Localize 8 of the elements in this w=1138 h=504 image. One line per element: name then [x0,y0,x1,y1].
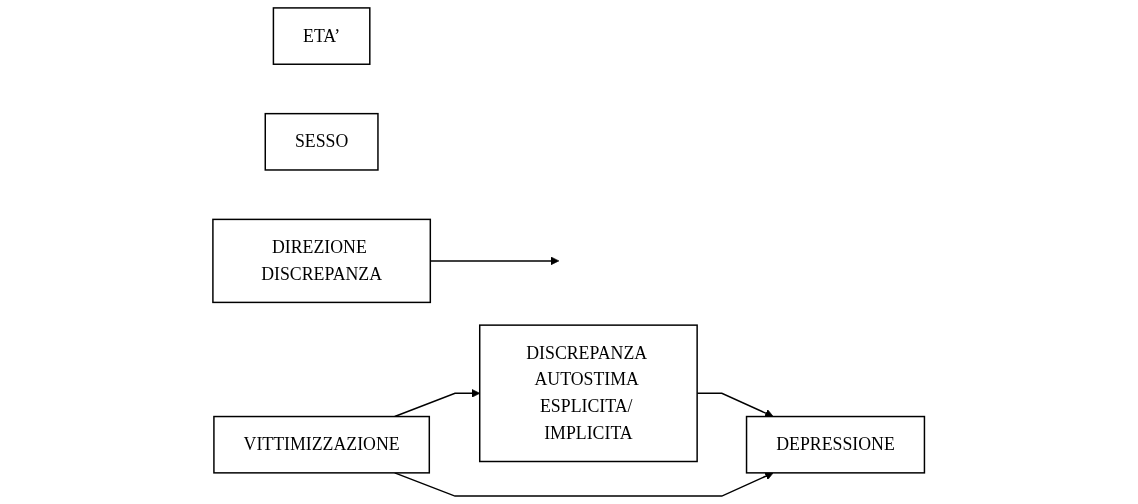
node-box: DISCREPANZA AUTOSTIMA ESPLICITA/ IMPLICITA [479,324,699,463]
arrow [394,388,481,418]
node-box: SESSO [264,112,379,171]
node-box: VITTIMIZZAZIONE [213,415,431,474]
arrow [394,472,774,497]
node-box: ETA’ [273,7,371,65]
node-box: DIREZIONE DISCREPANZA [212,218,432,304]
node-box: DEPRESSIONE [746,415,926,474]
